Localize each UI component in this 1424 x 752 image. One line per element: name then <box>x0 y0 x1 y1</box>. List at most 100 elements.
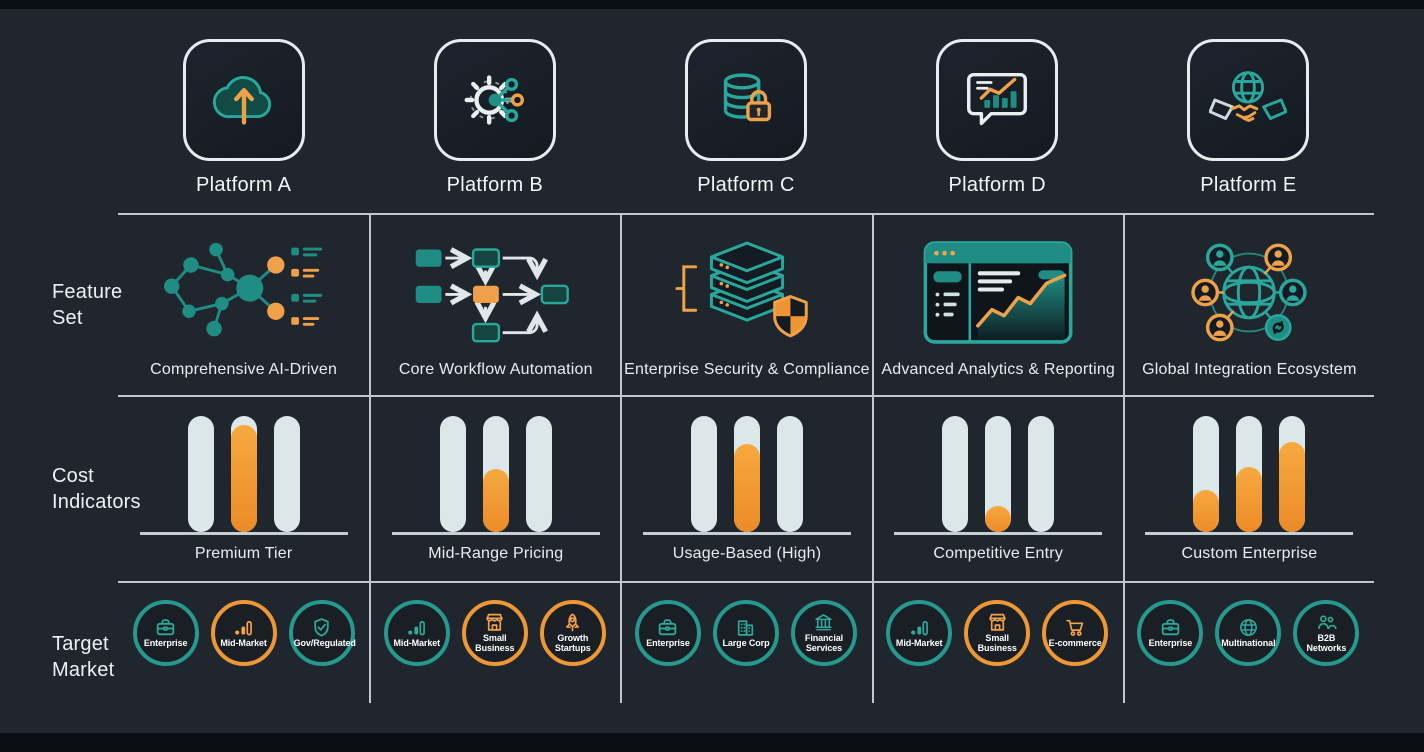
target-market-row-label: Target Market <box>0 583 118 733</box>
platform-b-target-cell: Mid-Market Small Business Growth Startup… <box>369 583 620 733</box>
feature-icon-wrap <box>668 228 826 356</box>
cost-bar <box>1236 416 1263 532</box>
bars-baseline <box>642 532 851 535</box>
storefront-icon <box>988 613 1006 631</box>
cost-bars <box>1193 416 1306 532</box>
target-market-financial-services: Financial Services <box>790 600 857 666</box>
feature-label: Enterprise Security & Compliance <box>624 361 870 378</box>
top-border-strip <box>0 0 1424 9</box>
platform-c-target-cell: Enterprise Large Corp Financial Services <box>620 583 871 733</box>
platform-d-cost-cell: Competitive Entry <box>871 397 1123 583</box>
platform-e-target-cell: Enterprise Multinational B2B Networks <box>1122 583 1374 733</box>
cost-bar <box>690 416 717 532</box>
target-market-label: Financial Services <box>804 633 844 653</box>
cost-bar <box>230 416 257 532</box>
target-market-label: Enterprise <box>143 638 188 649</box>
cost-bar-fill <box>1236 467 1263 532</box>
platform-b-header: Platform B <box>369 9 621 215</box>
target-market-b2b-networks: B2B Networks <box>1293 600 1360 666</box>
feature-icon-wrap <box>917 228 1079 356</box>
target-market-label: B2B Networks <box>1306 633 1347 653</box>
target-market-label: Mid-Market <box>895 638 943 649</box>
workflow-icon <box>415 246 569 342</box>
cost-bar-fill <box>1193 490 1220 532</box>
bar-chart-icon <box>408 620 426 636</box>
target-market-e-commerce: E-commerce <box>1042 600 1109 666</box>
target-market-label: Large Corp <box>722 638 770 649</box>
cost-bar <box>733 416 760 532</box>
bars-baseline <box>894 532 1103 535</box>
row-label-line: Indicators <box>52 491 141 513</box>
cost-label: Custom Enterprise <box>1181 545 1318 562</box>
target-market-enterprise: Enterprise <box>634 600 701 666</box>
target-market-small-business: Small Business <box>461 600 528 666</box>
platform-c-cost-cell: Usage-Based (High) <box>620 397 872 583</box>
cost-bar <box>482 416 509 532</box>
people-icon <box>1317 615 1337 630</box>
cost-bar-fill <box>733 443 760 532</box>
ai-network-icon <box>163 242 322 337</box>
target-market-label: Gov/Regulated <box>293 638 356 649</box>
target-market-gov-regulated: Gov/Regulated <box>288 600 356 666</box>
rocket-icon <box>566 613 580 632</box>
cloud-upload-icon <box>212 76 271 125</box>
globe-handshake-icon <box>1209 71 1288 122</box>
target-market-mid-market: Mid-Market <box>886 600 953 666</box>
platform-a-cost-cell: Premium Tier <box>118 397 370 583</box>
bar-chart-icon <box>910 620 928 636</box>
bank-icon <box>815 614 833 631</box>
briefcase-icon <box>156 619 175 636</box>
cost-bar <box>273 416 300 532</box>
bar-chart-icon <box>235 620 252 636</box>
shield-check-icon <box>314 618 329 637</box>
target-market-small-business: Small Business <box>964 600 1031 666</box>
shopping-cart-icon <box>1065 619 1083 637</box>
platform-c-header: Platform C <box>620 9 872 215</box>
platform-d-feature-cell: Advanced Analytics & Reporting <box>871 215 1123 397</box>
feature-icon-wrap <box>410 228 582 356</box>
platform-name: Platform B <box>446 174 543 196</box>
row-label-line: Cost <box>52 465 94 488</box>
platform-e-feature-cell: Global Integration Ecosystem <box>1122 215 1374 397</box>
target-market-growth-startups: Growth Startups <box>539 600 606 666</box>
target-market-enterprise: Enterprise <box>1137 600 1204 666</box>
platform-c-tile <box>684 39 807 161</box>
cost-bars <box>439 416 552 532</box>
platform-name: Platform D <box>948 174 1046 196</box>
server-shield-icon <box>675 241 808 337</box>
gear-network-icon <box>464 75 524 125</box>
cost-bar-fill <box>482 469 509 532</box>
bars-baseline <box>1145 532 1354 535</box>
briefcase-icon <box>1161 619 1180 636</box>
storefront-icon <box>486 613 503 631</box>
target-market-label: Small Business <box>977 633 1017 653</box>
target-market-large-corp: Large Corp <box>712 600 779 666</box>
platform-a-tile <box>182 39 305 161</box>
cost-bar <box>187 416 214 532</box>
feature-label: Global Integration Ecosystem <box>1142 361 1357 378</box>
target-market-label: Mid-Market <box>220 638 267 649</box>
chart-bubble-icon <box>967 72 1028 126</box>
platform-b-feature-cell: Core Workflow Automation <box>369 215 621 397</box>
feature-set-row-label: Feature Set <box>0 215 122 397</box>
target-market-mid-market: Mid-Market <box>210 600 277 666</box>
integration-ecosystem-icon <box>1191 243 1308 341</box>
bars-baseline <box>139 532 348 535</box>
cost-indicators-row-label: Cost Indicators <box>0 397 141 583</box>
buildings-icon <box>738 620 754 636</box>
platform-a-feature-cell: Comprehensive AI-Driven <box>118 215 370 397</box>
row-label-line: Set <box>52 307 83 329</box>
cost-bar <box>439 416 466 532</box>
cost-label: Premium Tier <box>194 545 293 562</box>
cost-bar <box>985 416 1012 532</box>
briefcase-icon <box>659 619 677 636</box>
row-label-line: Market <box>52 659 115 681</box>
feature-label: Core Workflow Automation <box>398 361 593 378</box>
cost-bars <box>690 416 803 532</box>
corner-cell <box>0 9 118 215</box>
platform-d-tile <box>936 39 1059 161</box>
bottom-border-strip <box>0 733 1424 752</box>
cost-label: Competitive Entry <box>933 545 1064 562</box>
comparison-matrix: Platform A Platform B <box>0 9 1374 733</box>
platform-e-tile <box>1187 39 1310 161</box>
